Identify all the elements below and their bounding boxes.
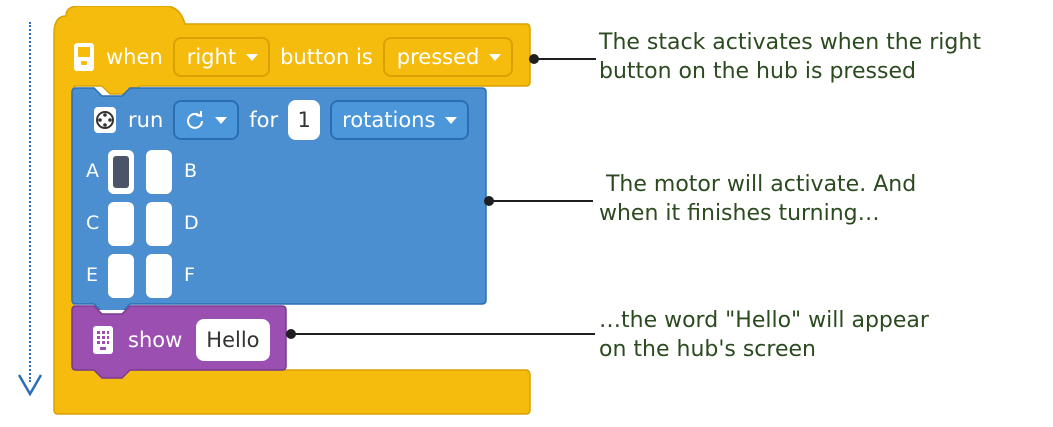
state-value: pressed [396,45,480,69]
port-label-b: B [184,160,198,182]
state-dropdown[interactable]: pressed [382,37,514,77]
button-dropdown[interactable]: right [172,37,271,77]
port-label-f: F [184,264,195,286]
chevron-down-icon [246,53,259,61]
port-c-toggle[interactable] [108,202,134,246]
port-d-toggle[interactable] [146,202,172,246]
port-b-toggle[interactable] [146,150,172,194]
connector-line-motor [484,196,593,206]
port-f-toggle[interactable] [146,254,172,298]
event-block-content: when right button is pressed [72,30,514,84]
flow-arrow-head-icon [17,374,43,397]
port-e-toggle[interactable] [108,254,134,298]
port-label-c: C [86,212,100,234]
button-value: right [186,45,237,69]
motor-block[interactable] [70,84,490,310]
flow-arrow-line [29,22,31,382]
annotation-event: The stack activates when the right butto… [599,30,981,84]
for-label: for [249,108,279,132]
button-is-label: button is [280,45,373,69]
chevron-down-icon [489,53,502,61]
port-a-toggle[interactable] [108,150,134,194]
hub-icon [74,43,94,71]
connector-line-event [529,54,596,64]
clockwise-icon [187,111,204,129]
unit-value: rotations [342,108,436,132]
port-selected-indicator [113,156,129,188]
show-block-content: show Hello [92,318,270,362]
connector-line-show [286,329,595,339]
direction-dropdown[interactable] [173,100,240,140]
display-text-input[interactable]: Hello [196,319,270,361]
annotation-show: …the word "Hello" will appear on the hub… [599,308,929,362]
run-label: run [128,108,164,132]
port-label-d: D [184,212,199,234]
port-label-a: A [86,160,99,182]
show-label: show [128,328,183,352]
port-label-e: E [86,264,99,286]
port-selector: A B C D E F [84,148,214,302]
annotation-motor: The motor will activate. And when it fin… [599,172,917,226]
unit-dropdown[interactable]: rotations [330,100,470,140]
motor-icon [94,107,116,133]
light-matrix-icon [93,326,113,354]
when-label: when [106,45,163,69]
amount-input[interactable]: 1 [288,100,321,140]
chevron-down-icon [215,116,228,124]
chevron-down-icon [445,116,458,124]
motor-block-content: run for 1 rotations [92,98,470,142]
